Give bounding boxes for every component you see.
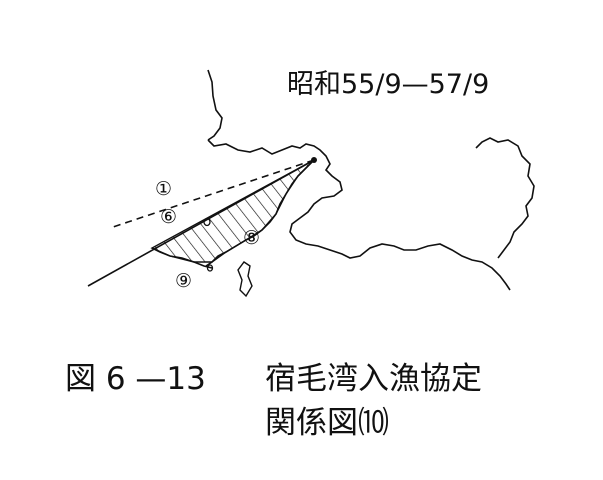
coastline-east [475,137,535,259]
figure-title-line2: 関係図⑽ [265,405,389,441]
boundary-line-6 [87,159,315,287]
hatched-fishing-zone [150,159,315,263]
islet [206,264,214,272]
coastline-main [207,139,511,291]
marker-6: ⑥ [160,206,177,228]
marker-9: ⑨ [175,270,192,292]
period-label: 昭和55/9—57/9 [287,69,490,100]
bay-map: ① ⑥ ⑧ ⑨ [87,69,535,298]
origin-point [311,157,317,163]
islet [203,217,211,227]
marker-8: ⑧ [243,227,260,249]
figure-number: 図 6 —13 [65,361,206,397]
island-south [237,261,253,298]
figure-title-line1: 宿毛湾入漁協定 [265,361,482,397]
figure-caption: 図 6 —13 宿毛湾入漁協定 関係図⑽ [65,357,482,445]
marker-1: ① [155,178,172,200]
coastline-north-west [207,69,223,141]
